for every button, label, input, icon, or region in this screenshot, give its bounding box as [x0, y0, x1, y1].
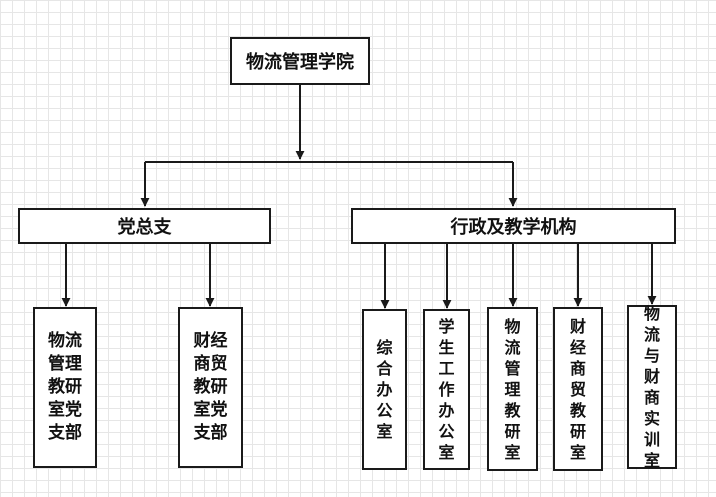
finance-party-branch-node: 财经商贸教研室党支部	[178, 307, 243, 468]
logistics-teaching-dept-node: 物流管理教研室	[487, 307, 538, 471]
logistics-party-branch-node: 物流管理教研室党支部	[33, 307, 97, 468]
general-office-node: 综合办公室	[362, 309, 407, 470]
student-affairs-office-node: 学生工作办公室	[423, 309, 470, 470]
root-node: 物流管理学院	[230, 37, 370, 85]
admin-branch-node: 行政及教学机构	[351, 208, 676, 244]
finance-teaching-dept-node: 财经商贸教研室	[553, 307, 603, 471]
party-branch-node: 党总支	[18, 208, 271, 244]
training-room-node: 物流与财商实训室	[627, 304, 677, 470]
